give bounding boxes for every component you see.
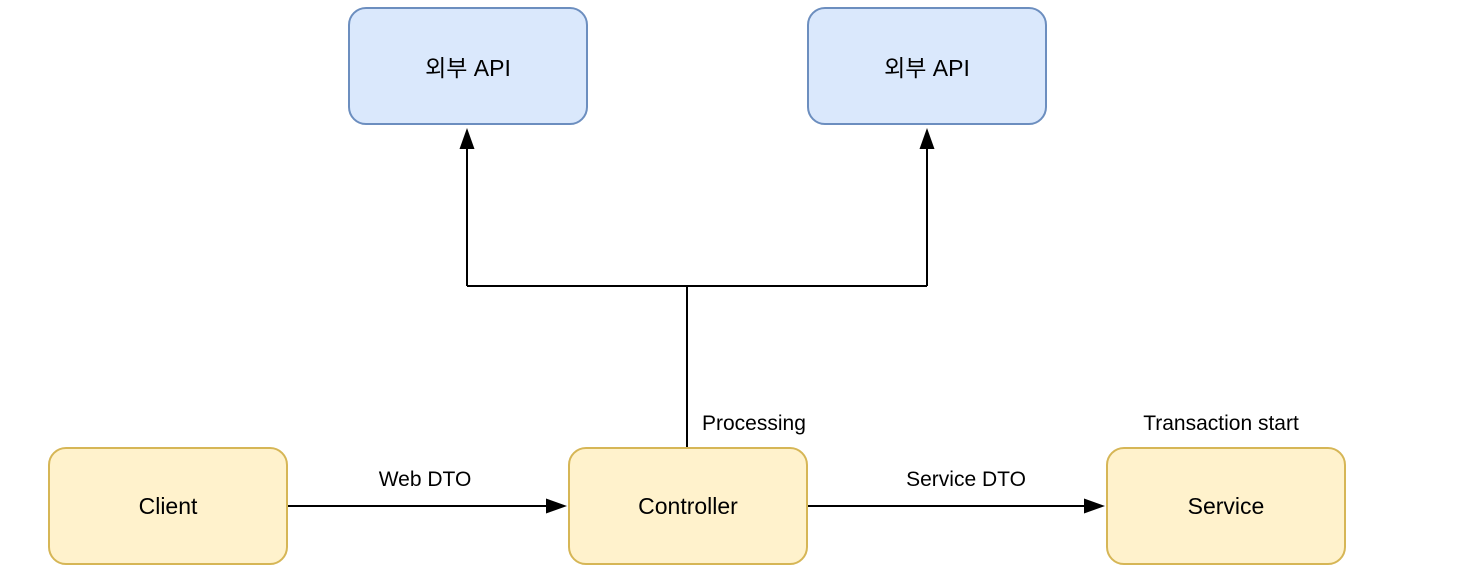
node-client: Client xyxy=(48,447,288,565)
node-controller: Controller xyxy=(568,447,808,565)
node-external-api-left-label: 외부 API xyxy=(425,55,511,81)
edge-label-processing: Processing xyxy=(702,412,806,435)
edge-label-web-dto: Web DTO xyxy=(378,468,472,491)
node-external-api-left: 외부 API xyxy=(348,7,588,125)
arrow-controller-to-service xyxy=(808,498,1105,514)
arrow-controller-to-external-apis xyxy=(459,128,935,447)
node-external-api-right-label: 외부 API xyxy=(884,55,970,81)
node-client-label: Client xyxy=(138,492,198,519)
node-service-label: Service xyxy=(1187,492,1265,519)
node-external-api-right: 외부 API xyxy=(807,7,1047,125)
arrow-client-to-controller xyxy=(287,498,567,514)
node-service: Service xyxy=(1106,447,1346,565)
edge-label-transaction-start: Transaction start xyxy=(1143,412,1299,435)
node-controller-label: Controller xyxy=(638,492,738,519)
edge-label-service-dto: Service DTO xyxy=(906,468,1026,491)
